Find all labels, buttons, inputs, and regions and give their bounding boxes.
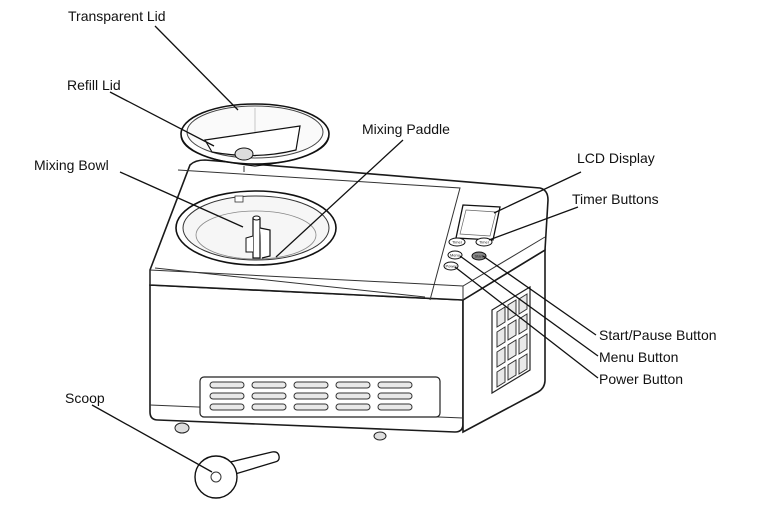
refill-lid bbox=[204, 125, 301, 161]
scoop bbox=[194, 451, 280, 499]
menu-text: Menu bbox=[450, 253, 460, 258]
leader-scoop bbox=[91, 404, 213, 473]
start-text: Start bbox=[475, 254, 484, 259]
label-lcd-display: LCD Display bbox=[577, 150, 655, 166]
power-button-shape bbox=[443, 261, 459, 271]
leader-mixing-paddle bbox=[275, 139, 404, 258]
label-timer-buttons: Timer Buttons bbox=[572, 191, 659, 207]
timer-button-right bbox=[475, 237, 493, 247]
leader-lcd-display bbox=[493, 171, 582, 214]
menu-button-shape bbox=[447, 250, 463, 260]
label-menu-button: Menu Button bbox=[599, 349, 679, 365]
label-mixing-bowl: Mixing Bowl bbox=[34, 157, 109, 173]
timer-left-text: Timer bbox=[452, 240, 463, 245]
label-start-pause-button: Start/Pause Button bbox=[599, 327, 717, 343]
side-vents bbox=[491, 285, 531, 395]
label-scoop: Scoop bbox=[65, 390, 105, 406]
mixing-paddle bbox=[245, 215, 271, 259]
timer-button-left bbox=[448, 237, 466, 247]
leader-refill-lid bbox=[109, 91, 215, 147]
leader-timer-buttons bbox=[488, 206, 579, 241]
leader-menu bbox=[459, 255, 599, 357]
timer-right-text: Timer bbox=[479, 240, 490, 245]
label-refill-lid: Refill Lid bbox=[67, 77, 121, 93]
leader-power bbox=[454, 266, 599, 379]
leader-mixing-bowl bbox=[119, 171, 244, 228]
label-mixing-paddle: Mixing Paddle bbox=[362, 121, 450, 137]
start-pause-button-shape bbox=[471, 251, 487, 261]
control-panel: Timer Timer Menu Start Power bbox=[443, 204, 501, 271]
label-power-button: Power Button bbox=[599, 371, 684, 387]
leader-transparent-lid bbox=[154, 25, 239, 111]
lcd-display-screen bbox=[455, 204, 501, 241]
power-text: Power bbox=[446, 264, 458, 269]
leader-lines bbox=[91, 25, 599, 473]
front-vents bbox=[199, 376, 441, 418]
label-transparent-lid: Transparent Lid bbox=[68, 8, 166, 24]
leader-start-pause bbox=[482, 255, 597, 336]
